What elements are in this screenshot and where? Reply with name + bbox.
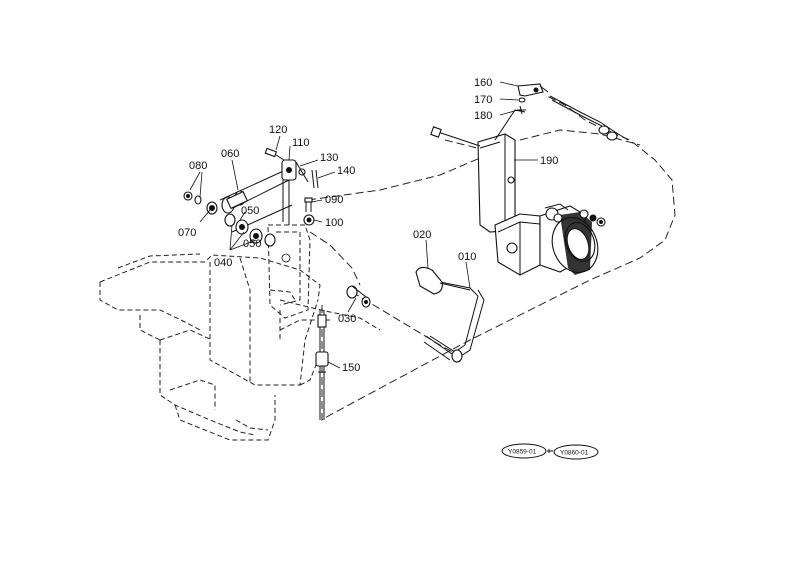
label-080: 080: [189, 160, 207, 172]
bracket-190: [430, 109, 526, 233]
label-190: 190: [540, 155, 558, 167]
label-090: 090: [325, 194, 343, 206]
leader-lines: [189, 81, 538, 369]
rod-end-030: [346, 285, 371, 308]
label-060: 060: [221, 148, 239, 160]
label-020: 020: [413, 229, 431, 241]
label-120: 120: [269, 124, 287, 136]
label-170: 170: [474, 94, 492, 106]
label-160: 160: [474, 77, 492, 89]
control-lever-010: [415, 266, 485, 363]
stamp-right-oval: [553, 444, 599, 460]
stamp-right: Y0860-01: [560, 450, 589, 457]
label-070: 070: [178, 227, 196, 239]
bolt-090-nut-100: [303, 197, 315, 226]
label-010: 010: [458, 251, 476, 263]
label-110: 110: [292, 137, 310, 149]
stamp-left: Y0859-01: [508, 449, 537, 456]
label-130: 130: [320, 152, 338, 164]
label-050-lower: 050: [243, 238, 261, 250]
stamp-left-oval: [501, 443, 547, 459]
reference-stamps: Y0859-01 Y0860-01: [501, 443, 599, 460]
label-150: 150: [342, 362, 360, 374]
label-140: 140: [337, 165, 355, 177]
machine-body-outline: [99, 253, 381, 441]
label-040: 040: [214, 257, 232, 269]
pedal-bracket: [267, 224, 311, 319]
cable-end-fittings: [517, 83, 629, 141]
label-050-upper: 050: [241, 205, 259, 217]
label-180: 180: [474, 110, 492, 122]
pivot-shaft-assembly: [183, 167, 294, 247]
yoke-assembly: [264, 147, 319, 225]
actuator-motor: [494, 203, 606, 276]
label-100: 100: [325, 217, 343, 229]
part-labels: 010 020 030 040 050 050 060 070 080 090 …: [178, 77, 558, 374]
label-030: 030: [338, 313, 356, 325]
cable-150: [315, 310, 329, 420]
